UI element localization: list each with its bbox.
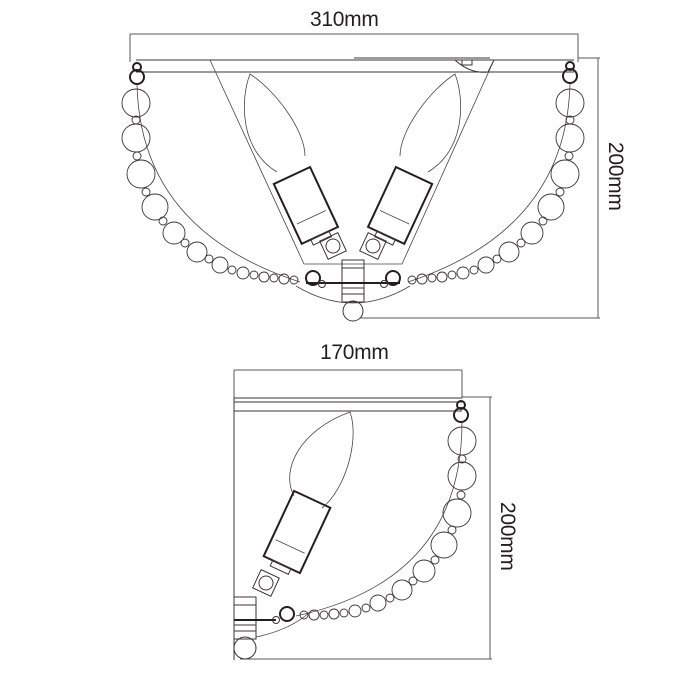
side-hub	[233, 596, 311, 660]
front-width-dimension	[129, 33, 579, 62]
side-width-dimension	[233, 369, 463, 398]
front-right-bulb	[359, 73, 462, 260]
side-width-label: 170mm	[320, 341, 389, 364]
front-ceiling-plate	[136, 57, 574, 73]
side-bulb	[252, 411, 354, 597]
side-height-label: 200mm	[496, 502, 519, 571]
front-height-label: 200mm	[604, 142, 627, 211]
front-right-bead-chain	[407, 61, 585, 285]
front-width-label: 310mm	[310, 8, 379, 31]
side-bead-chain	[295, 400, 477, 621]
front-center-hub	[295, 259, 411, 322]
front-left-bead-chain	[121, 62, 301, 285]
front-frame	[209, 59, 495, 265]
side-height-dimension	[240, 396, 492, 660]
front-left-bulb	[243, 73, 347, 260]
front-height-dimension	[360, 57, 600, 319]
